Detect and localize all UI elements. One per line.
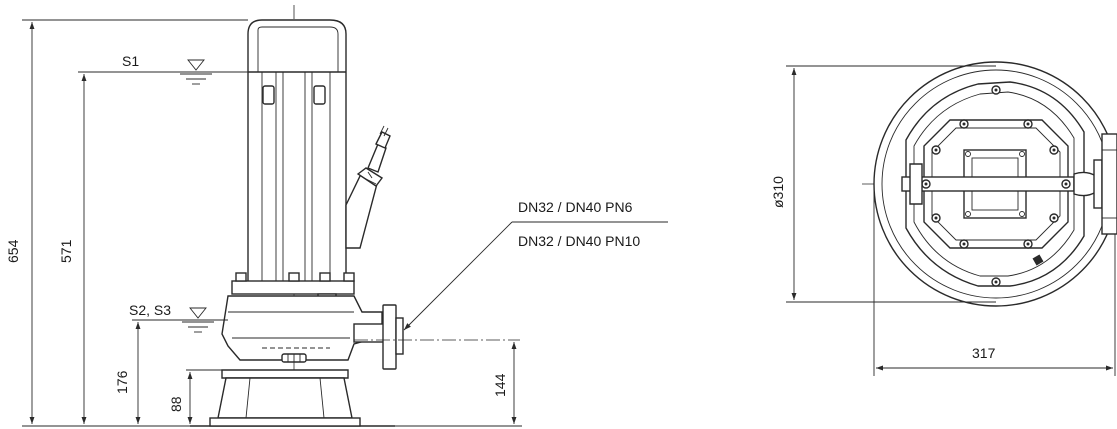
top-view: ø310 317 bbox=[770, 61, 1117, 376]
motor-housing bbox=[247, 19, 347, 283]
level-label-s1: S1 bbox=[122, 53, 139, 69]
dimension-base-height: 88 bbox=[168, 369, 222, 424]
water-level-s1: S1 bbox=[78, 53, 248, 85]
label-window-left bbox=[262, 85, 275, 105]
dim-label-144: 144 bbox=[492, 373, 508, 397]
flange-label-pn6: DN32 / DN40 PN6 bbox=[518, 199, 633, 215]
water-level-s2-s3: S2, S3 bbox=[129, 302, 228, 333]
dim-label-176: 176 bbox=[114, 370, 130, 394]
dimension-overall-height: 654 bbox=[5, 19, 248, 427]
dimension-s2-height: 176 bbox=[114, 322, 141, 424]
cable-entry bbox=[1093, 133, 1117, 235]
discharge-flange bbox=[353, 304, 520, 370]
dim-label-317: 317 bbox=[972, 345, 996, 361]
dim-label-diameter: ø310 bbox=[770, 176, 786, 208]
dimension-diameter: ø310 bbox=[770, 65, 996, 303]
dimension-s1-height: 571 bbox=[58, 74, 87, 424]
pump-stand bbox=[209, 369, 361, 427]
flange-callout: DN32 / DN40 PN6 DN32 / DN40 PN10 bbox=[403, 199, 668, 331]
dim-label-88: 88 bbox=[168, 396, 184, 412]
pump-housing bbox=[221, 295, 383, 363]
dimension-width: 317 bbox=[873, 184, 1116, 376]
flange-label-pn10: DN32 / DN40 PN10 bbox=[518, 233, 640, 249]
level-label-s2-s3: S2, S3 bbox=[129, 302, 171, 318]
dim-label-571: 571 bbox=[58, 239, 74, 263]
dimension-outlet-height: 144 bbox=[395, 342, 522, 427]
side-view: S1 S2, S3 654 571 176 bbox=[5, 5, 668, 427]
cable-gland bbox=[345, 125, 391, 249]
dim-label-654: 654 bbox=[5, 239, 21, 263]
label-window-right bbox=[313, 85, 326, 105]
